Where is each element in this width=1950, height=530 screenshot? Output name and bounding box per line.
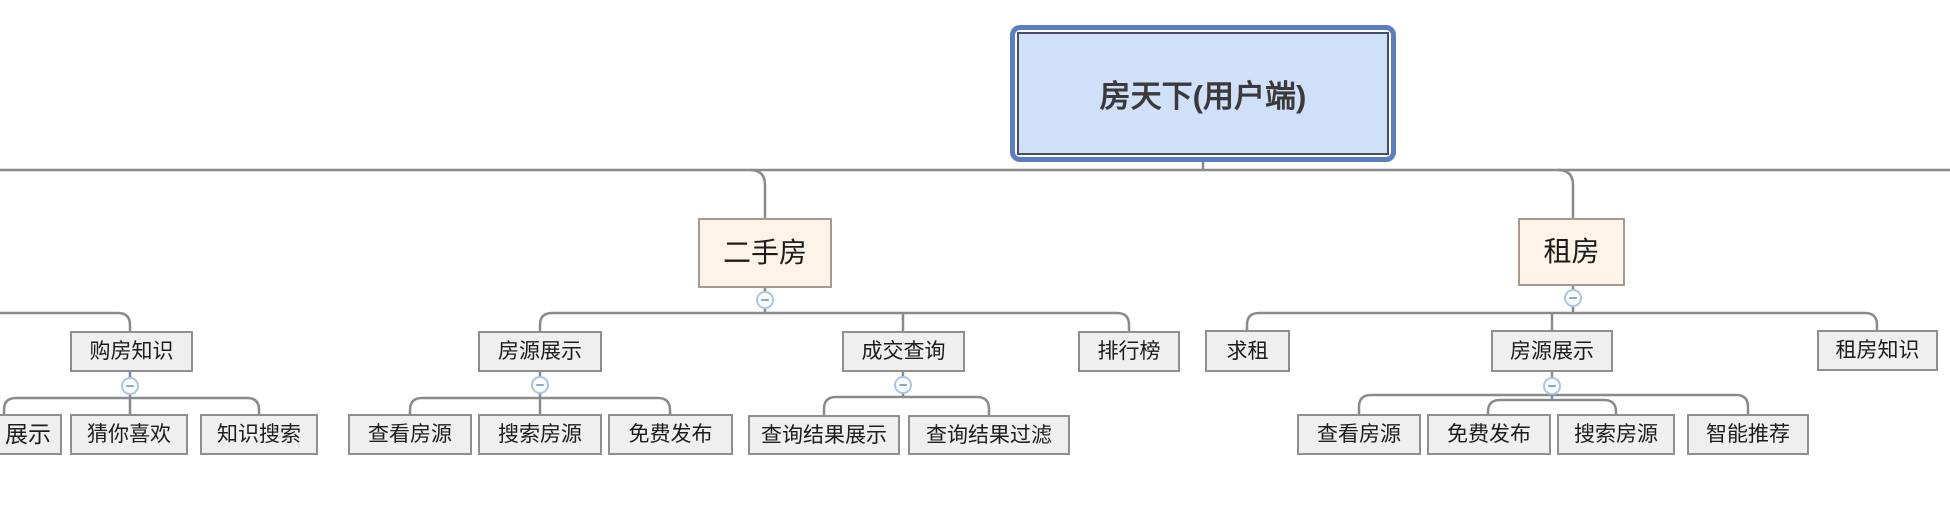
connector-leftbranch-rail [0,311,132,332]
node-qiuzu[interactable]: 求租 [1205,330,1290,372]
collapse-minus-icon-fangyuan-zhanshi-right[interactable] [1543,377,1561,395]
connector-fangyuanzhanshi-left-rail [408,396,672,414]
node-zhineng-tuijian[interactable]: 智能推荐 [1687,414,1809,455]
node-chaxun-jieguo-zhanshi[interactable]: 查询结果展示 [748,415,900,455]
node-zhanshi-label: 展示 [5,421,51,447]
node-mianfei-fabu-right[interactable]: 免费发布 [1427,414,1551,455]
collapse-minus-icon-fangyuan-zhanshi-left[interactable] [531,376,549,394]
connector-chengjiaochaxun-rail [822,395,991,415]
node-fangyuan-zhanshi-left[interactable]: 房源展示 [478,331,602,372]
node-sousuo-fangyuan-left[interactable]: 搜索房源 [478,414,602,455]
node-ershoufang[interactable]: 二手房 [698,218,832,288]
node-fangyuan-zhanshi-right[interactable]: 房源展示 [1491,330,1613,372]
connector-ershoufang-rail [538,311,1131,332]
connector-to-zufang [1557,168,1575,218]
node-root[interactable]: 房天下(用户端) [1010,25,1396,162]
connector-fangyuanzhanshi-right-rail-inner [1486,398,1618,414]
node-zhanshi-clipped[interactable]: 展示 [0,414,62,455]
collapse-minus-icon-chengjiao-chaxun[interactable] [894,376,912,394]
node-chakan-fangyuan-right[interactable]: 查看房源 [1297,414,1421,455]
connector-goufangzhishi-rail [2,396,261,414]
node-paihangbang[interactable]: 排行榜 [1078,331,1180,372]
node-zufang[interactable]: 租房 [1518,218,1625,286]
connector-fangyuanzhanshi-right-rail-outer [1357,393,1750,414]
collapse-minus-icon-ershoufang[interactable] [756,291,774,309]
node-chaxun-jieguo-guolv[interactable]: 查询结果过滤 [908,415,1070,455]
collapse-minus-icon-zufang[interactable] [1564,289,1582,307]
node-chengjiao-chaxun[interactable]: 成交查询 [842,331,965,372]
node-chakan-fangyuan-left[interactable]: 查看房源 [348,414,472,455]
node-cainixihuan[interactable]: 猜你喜欢 [70,414,188,455]
collapse-minus-icon-goufang-zhishi[interactable] [121,377,139,395]
node-sousuo-fangyuan-right[interactable]: 搜索房源 [1557,414,1675,455]
node-mianfei-fabu-left[interactable]: 免费发布 [608,414,733,455]
root-label: 房天下(用户端) [1017,32,1389,155]
node-zufang-zhishi[interactable]: 租房知识 [1817,330,1938,371]
connector-zufang-rail [1245,311,1879,331]
node-goufang-zhishi[interactable]: 购房知识 [70,331,193,372]
connector-to-ershoufang [749,168,767,218]
node-zhishi-sousuo[interactable]: 知识搜索 [200,414,318,455]
